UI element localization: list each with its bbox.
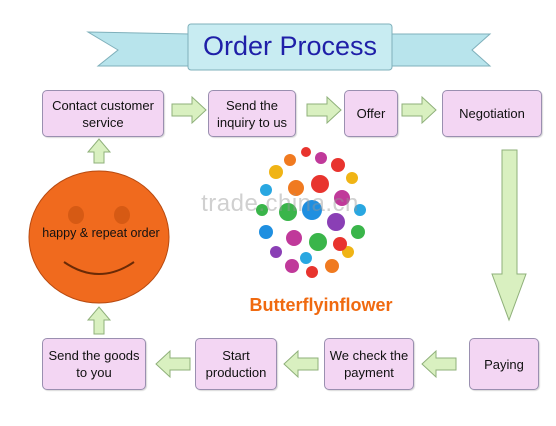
step-label: Send the inquiry to us — [216, 97, 288, 130]
arrow-paying-to-check — [421, 349, 457, 379]
smiley-face — [28, 170, 170, 304]
page-title: Order Process — [202, 30, 378, 61]
arrow-offer-to-negotiation — [401, 95, 437, 125]
watermark-text: trade.china.cn — [201, 190, 359, 217]
arrow-contact-to-inquiry — [171, 95, 207, 125]
step-label: Send the goods to you — [48, 348, 140, 380]
ribbon-center — [187, 23, 393, 71]
step-start-production: Start production — [195, 338, 277, 390]
arrow-inquiry-to-offer — [306, 95, 342, 125]
smiley-right-eye — [114, 206, 130, 224]
ribbon-left-tail — [86, 31, 191, 67]
step-paying: Paying — [469, 338, 539, 390]
title-ribbon — [86, 23, 492, 71]
brand-name: Butterflyinflower — [249, 295, 393, 315]
arrow-check-to-production — [283, 349, 319, 379]
step-label: We check the payment — [329, 348, 409, 380]
step-check-payment: We check the payment — [324, 338, 414, 390]
butterfly-logo — [256, 147, 366, 278]
step-negotiation: Negotiation — [442, 90, 542, 137]
arrow-negotiation-to-paying — [491, 149, 527, 322]
step-label: Offer — [356, 106, 386, 121]
step-label: Negotiation — [459, 106, 525, 121]
step-send-goods: Send the goods to you — [42, 338, 146, 390]
ribbon-right-tail — [389, 33, 492, 67]
arrow-send-to-smiley — [86, 306, 112, 335]
smiley-left-eye — [68, 206, 84, 224]
arrow-smiley-to-contact — [86, 138, 112, 164]
step-label: Paying — [484, 356, 524, 372]
step-contact-customer-service: Contact customer service — [42, 90, 164, 137]
arrow-production-to-send — [155, 349, 191, 379]
step-offer: Offer — [344, 90, 398, 137]
step-send-inquiry: Send the inquiry to us — [208, 90, 296, 137]
smiley-mouth — [63, 261, 135, 275]
step-label: Contact customer service — [52, 97, 154, 130]
step-label: Start production — [205, 348, 267, 380]
smiley-label: happy & repeat order — [42, 226, 160, 240]
